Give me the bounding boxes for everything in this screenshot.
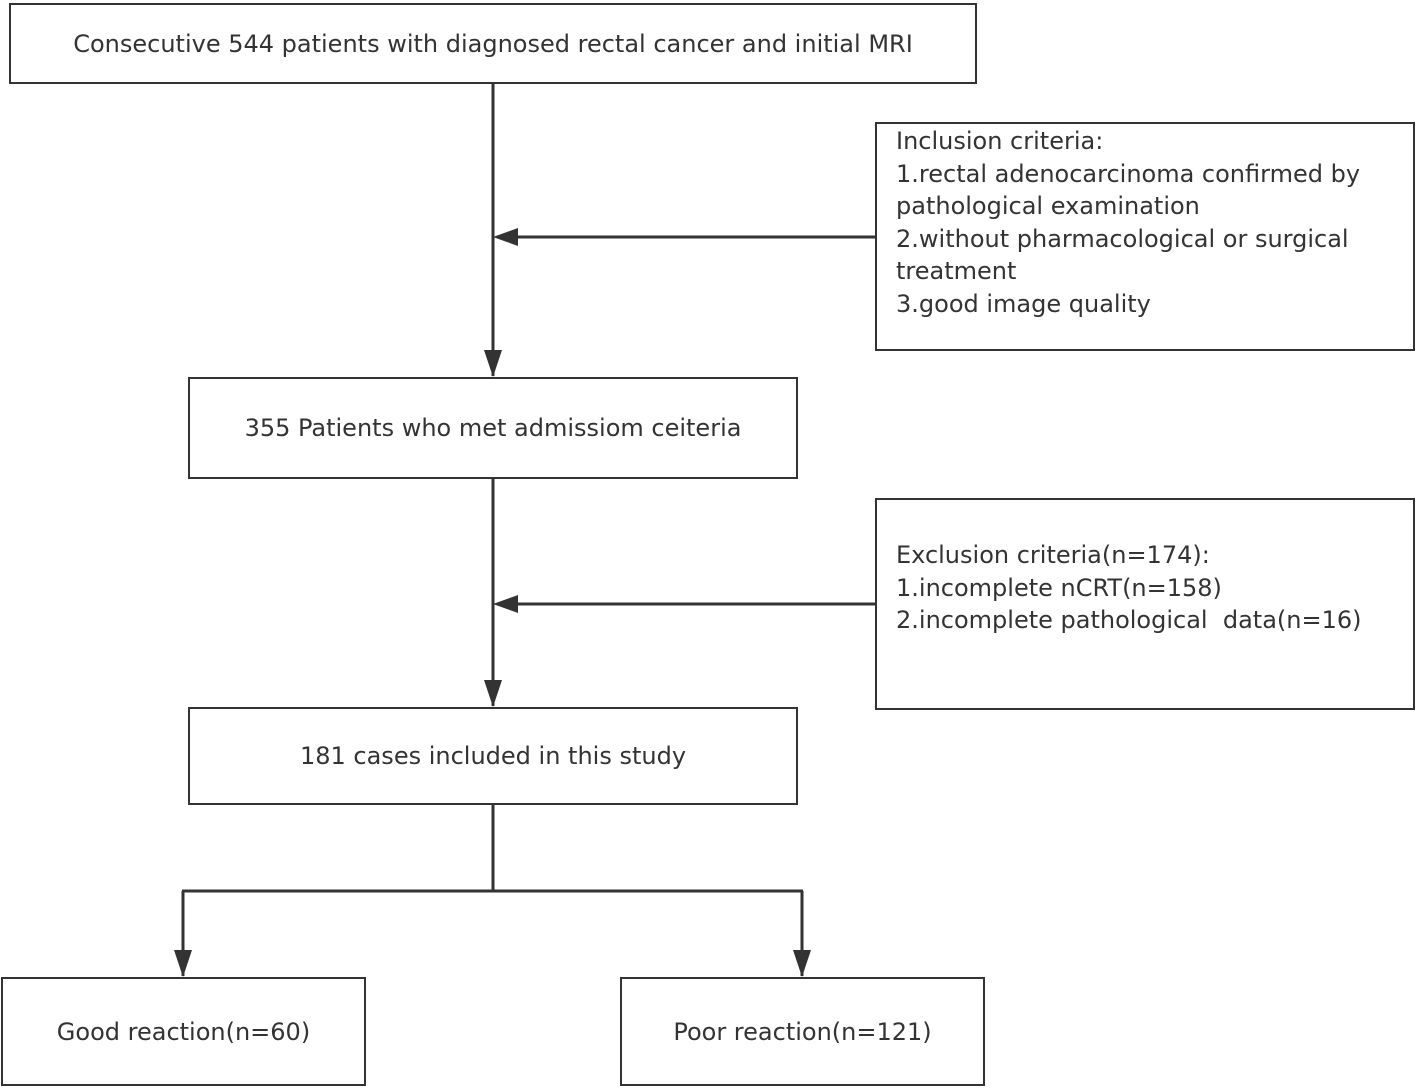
- inclusion-line: 1.rectal adenocarcinoma confirmed by: [896, 159, 1361, 188]
- inclusion-line: 3.good image quality: [896, 289, 1151, 318]
- included-box: 181 cases included in this study: [188, 707, 798, 805]
- inclusion-criteria-box: Inclusion criteria: 1.rectal adenocarcin…: [875, 122, 1415, 351]
- start-text: Consecutive 544 patients with diagnosed …: [73, 29, 913, 58]
- arrowhead-good: [174, 950, 192, 977]
- arrowhead-included: [484, 680, 502, 707]
- exclusion-title: Exclusion criteria(n=174):: [896, 541, 1210, 569]
- poor-reaction-box: Poor reaction(n=121): [620, 977, 985, 1086]
- start-box: Consecutive 544 patients with diagnosed …: [9, 3, 977, 84]
- admitted-text: 355 Patients who met admissiom ceiteria: [244, 414, 742, 442]
- poor-reaction-text: Poor reaction(n=121): [673, 1017, 932, 1046]
- inclusion-title: Inclusion criteria:: [896, 127, 1104, 155]
- good-reaction-text: Good reaction(n=60): [56, 1017, 311, 1046]
- good-reaction-box: Good reaction(n=60): [1, 977, 366, 1086]
- arrowhead-exclusion: [493, 595, 518, 613]
- included-text: 181 cases included in this study: [299, 742, 687, 770]
- arrowhead-inclusion: [493, 228, 518, 246]
- admitted-box: 355 Patients who met admissiom ceiteria: [188, 377, 798, 479]
- inclusion-line: 2.without pharmacological or surgical: [896, 224, 1349, 253]
- inclusion-line: pathological examination: [896, 192, 1200, 220]
- inclusion-line: treatment: [896, 257, 1017, 285]
- exclusion-line: 1.incomplete nCRT(n=158): [896, 573, 1222, 602]
- exclusion-criteria-box: Exclusion criteria(n=174): 1.incomplete …: [875, 498, 1415, 710]
- arrowhead-poor: [793, 950, 811, 977]
- arrowhead-admitted: [484, 350, 502, 377]
- exclusion-line: 2.incomplete pathological data(n=16): [896, 606, 1362, 634]
